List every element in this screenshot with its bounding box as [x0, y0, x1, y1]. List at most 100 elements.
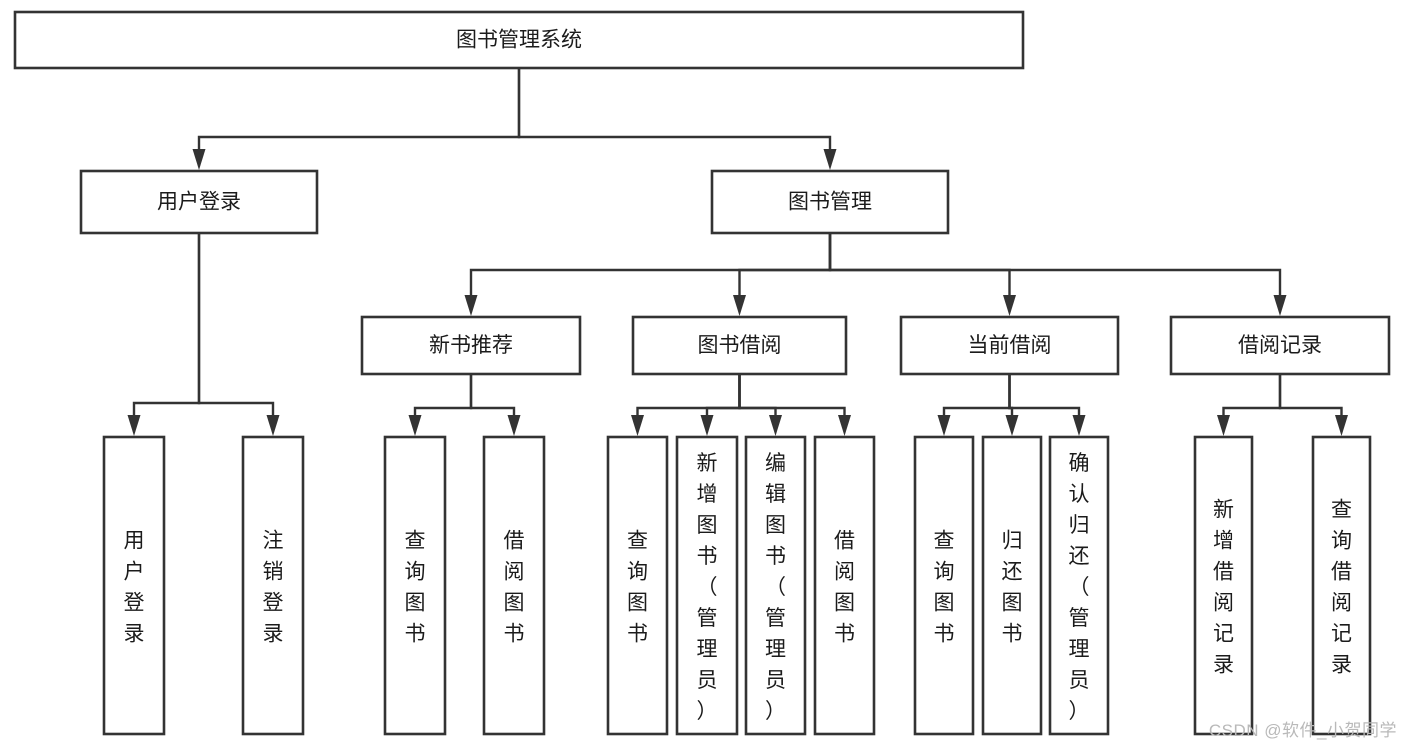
node-box[interactable] — [710, 169, 950, 235]
arrow-head-icon — [1072, 415, 1086, 436]
node-label: 图书借阅 — [698, 334, 782, 357]
connector-line — [469, 374, 516, 415]
connector-line — [132, 233, 201, 415]
node-box[interactable] — [79, 169, 319, 235]
connector-user-login-to-leaf-user-login — [127, 233, 201, 436]
connector-book-manage-to-current-borrow — [828, 233, 1016, 316]
arrow-head-icon — [823, 149, 837, 170]
node-leaf-query-book-current[interactable]: 查询图书 — [913, 435, 975, 736]
node-box[interactable] — [981, 435, 1043, 736]
node-current-borrow[interactable]: 当前借阅 — [899, 315, 1120, 376]
connector-book-borrow-to-leaf-edit-book — [738, 374, 782, 436]
connector-book-manage-to-book-borrow — [733, 233, 832, 316]
node-leaf-query-borrow-record[interactable]: 查询借阅记录 — [1311, 435, 1372, 736]
connector-book-borrow-to-leaf-borrow-book — [738, 374, 851, 436]
node-leaf-user-logout[interactable]: 注销登录 — [241, 435, 305, 736]
node-leaf-edit-book[interactable]: 编辑图书（管理员） — [744, 435, 807, 736]
node-label: 注销登录 — [263, 530, 284, 646]
node-leaf-return-book[interactable]: 归还图书 — [981, 435, 1043, 736]
node-label: 用户登录 — [124, 530, 145, 646]
node-box[interactable] — [1311, 435, 1372, 736]
node-book-manage[interactable]: 图书管理 — [710, 169, 950, 235]
connector-book-manage-to-new-book-recommend — [464, 233, 832, 316]
node-layer: 图书管理系统用户登录图书管理新书推荐图书借阅当前借阅借阅记录用户登录注销登录查询… — [13, 10, 1391, 736]
node-box[interactable] — [1048, 435, 1110, 736]
arrow-head-icon — [631, 415, 644, 436]
node-root[interactable]: 图书管理系统 — [13, 10, 1025, 70]
node-box[interactable] — [744, 435, 807, 736]
connector-book-borrow-to-leaf-add-book — [700, 374, 741, 436]
connector-user-login-to-leaf-user-logout — [197, 233, 280, 436]
node-box[interactable] — [241, 435, 305, 736]
connector-line — [197, 68, 521, 149]
node-book-borrow[interactable]: 图书借阅 — [631, 315, 848, 376]
node-label: 图书管理 — [788, 191, 872, 214]
connector-line — [413, 374, 473, 415]
node-label: 查询图书 — [627, 530, 648, 646]
csdn-watermark: CSDN @软件_小贺同学 — [1208, 721, 1397, 740]
node-leaf-query-book-recommend[interactable]: 查询图书 — [383, 435, 447, 736]
arrow-head-icon — [464, 295, 478, 316]
node-box[interactable] — [482, 435, 546, 736]
arrow-head-icon — [266, 415, 280, 436]
node-label: 查询借阅记录 — [1331, 499, 1352, 677]
node-leaf-borrow-book-recommend[interactable]: 借阅图书 — [482, 435, 546, 736]
node-box[interactable] — [360, 315, 582, 376]
node-label: 新增借阅记录 — [1213, 499, 1234, 677]
connector-line — [705, 374, 741, 415]
node-label: 查询图书 — [405, 530, 426, 646]
node-borrow-record[interactable]: 借阅记录 — [1169, 315, 1391, 376]
node-label: 查询图书 — [934, 530, 955, 646]
node-box[interactable] — [383, 435, 447, 736]
connector-current-borrow-to-leaf-confirm-return — [1008, 374, 1086, 436]
node-label: 确认归还（管理员） — [1069, 452, 1090, 723]
node-user-login[interactable]: 用户登录 — [79, 169, 319, 235]
node-box[interactable] — [102, 435, 166, 736]
connector-new-book-recommend-to-leaf-query-book-recommend — [408, 374, 473, 436]
connector-book-manage-to-borrow-record — [828, 233, 1287, 316]
node-leaf-confirm-return[interactable]: 确认归还（管理员） — [1048, 435, 1110, 736]
arrow-head-icon — [192, 149, 206, 170]
connector-line — [197, 233, 275, 415]
node-box[interactable] — [899, 315, 1120, 376]
connector-line — [1278, 374, 1343, 415]
node-leaf-query-book-borrow[interactable]: 查询图书 — [606, 435, 669, 736]
node-box[interactable] — [813, 435, 876, 736]
node-leaf-add-borrow-record[interactable]: 新增借阅记录 — [1193, 435, 1254, 736]
node-box[interactable] — [913, 435, 975, 736]
connector-layer — [127, 68, 1348, 436]
node-leaf-add-book[interactable]: 新增图书（管理员） — [675, 435, 739, 736]
arrow-head-icon — [1217, 415, 1230, 436]
connector-line — [942, 374, 1011, 415]
connector-line — [828, 233, 1011, 295]
arrow-head-icon — [127, 415, 141, 436]
node-box[interactable] — [675, 435, 739, 736]
node-leaf-borrow-book[interactable]: 借阅图书 — [813, 435, 876, 736]
arrow-head-icon — [838, 415, 851, 436]
node-new-book-recommend[interactable]: 新书推荐 — [360, 315, 582, 376]
node-box[interactable] — [13, 10, 1025, 70]
node-box[interactable] — [1193, 435, 1254, 736]
node-label: 借阅图书 — [834, 530, 855, 646]
node-label: 借阅图书 — [504, 530, 525, 646]
connector-current-borrow-to-leaf-return-book — [1005, 374, 1019, 436]
connector-line — [738, 233, 832, 295]
node-label: 归还图书 — [1002, 530, 1023, 646]
connector-borrow-record-to-leaf-add-borrow-record — [1217, 374, 1282, 436]
node-leaf-user-login[interactable]: 用户登录 — [102, 435, 166, 736]
node-label: 编辑图书（管理员） — [765, 452, 786, 723]
connector-line — [469, 233, 832, 295]
node-label: 借阅记录 — [1238, 334, 1322, 357]
node-label: 用户登录 — [157, 191, 241, 214]
arrow-head-icon — [408, 415, 422, 436]
arrow-head-icon — [1005, 415, 1019, 436]
arrow-head-icon — [700, 415, 714, 436]
node-box[interactable] — [606, 435, 669, 736]
node-box[interactable] — [631, 315, 848, 376]
connector-new-book-recommend-to-leaf-borrow-book-recommend — [469, 374, 521, 436]
node-box[interactable] — [1169, 315, 1391, 376]
connector-line — [828, 233, 1282, 295]
arrow-head-icon — [733, 295, 746, 316]
